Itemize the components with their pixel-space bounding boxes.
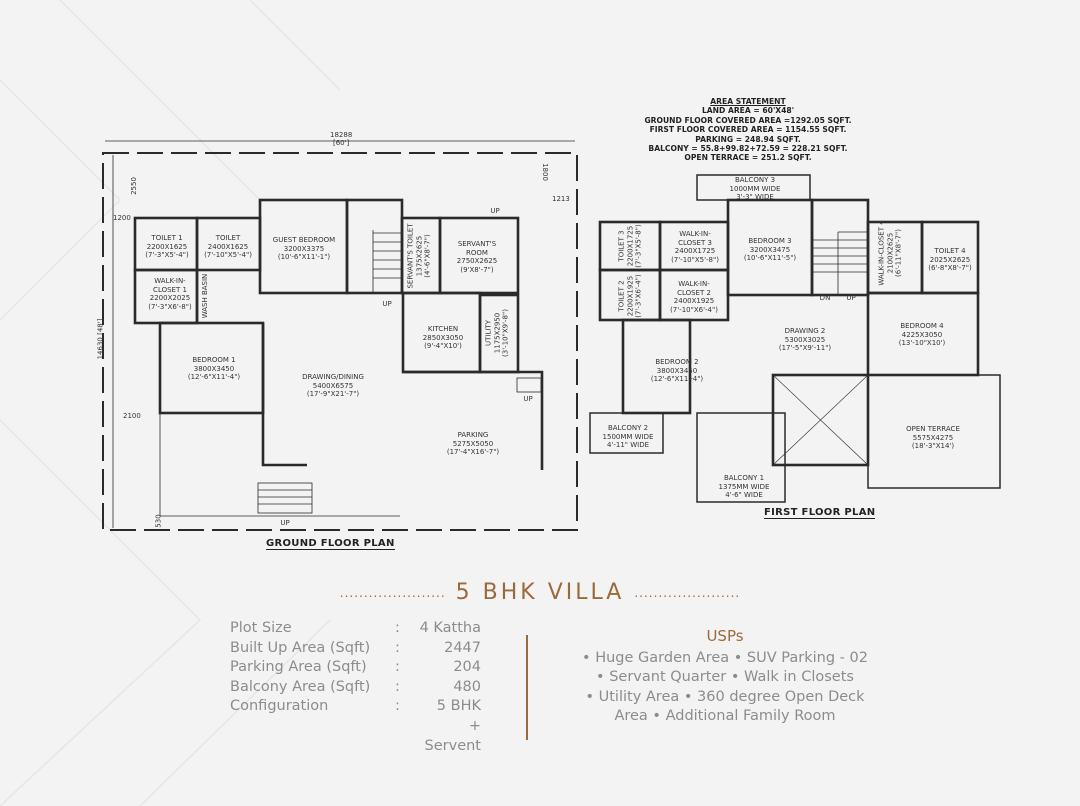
usp-line: Area • Additional Family Room bbox=[614, 708, 836, 725]
dimension-1213: 1213 bbox=[552, 195, 570, 203]
title-dots-right: ...................... bbox=[634, 586, 741, 600]
stair-up-label: UP bbox=[490, 207, 500, 215]
wall-balcony-1 bbox=[696, 412, 786, 503]
room-wash-basin: WASH BASIN bbox=[200, 273, 209, 319]
dimension-2100: 2100 bbox=[123, 412, 141, 420]
usps-heading: USPs bbox=[706, 627, 744, 645]
depth-ft: [48'] bbox=[96, 318, 105, 335]
width-mm: 18288 bbox=[330, 131, 353, 139]
dimension-1200: 1200 bbox=[113, 214, 131, 222]
usp-line: • Utility Area • 360 degree Open Deck bbox=[585, 688, 865, 705]
wall-balcony-2 bbox=[589, 412, 664, 454]
usps-section: USPs • Huge Garden Area • SUV Parking - … bbox=[570, 627, 880, 727]
depth-mm: 14630 bbox=[96, 337, 105, 360]
usp-line: • Servant Quarter • Walk in Closets bbox=[596, 669, 854, 686]
dimension-2550: 2550 bbox=[129, 177, 138, 195]
specs-table: Plot Size:4 Kattha Built Up Area (Sqft):… bbox=[230, 619, 481, 756]
entrance-steps bbox=[159, 413, 400, 517]
dimension-1800: 1800 bbox=[540, 163, 549, 181]
villa-title: ...................... 5 BHK VILLA .....… bbox=[320, 580, 760, 605]
spec-row: + Servent bbox=[424, 717, 481, 754]
wall-open-terrace bbox=[867, 374, 1001, 489]
ground-floor-plan bbox=[102, 140, 578, 531]
wall-staircase bbox=[345, 198, 404, 295]
wall-parking bbox=[403, 370, 544, 470]
stair-up-label: UP bbox=[280, 519, 290, 527]
spec-row: Parking Area (Sqft):204 bbox=[230, 659, 481, 676]
room-name: WALK-IN-CLOSET 1 bbox=[153, 277, 187, 294]
staircase-steps bbox=[372, 230, 402, 293]
first-floor-plan-title: FIRST FLOOR PLAN bbox=[764, 507, 876, 519]
staircase-steps-first bbox=[812, 231, 868, 295]
spec-row: Configuration:5 BHK bbox=[230, 698, 481, 715]
area-line: LAND AREA = 60'X48' bbox=[701, 106, 795, 116]
divider bbox=[526, 635, 528, 740]
villa-title-text: 5 BHK VILLA bbox=[455, 580, 625, 605]
plot-boundary bbox=[102, 152, 578, 531]
spec-row: Plot Size:4 Kattha bbox=[230, 620, 481, 636]
stair-up-label: UP bbox=[846, 294, 856, 302]
room-name: WALK-IN-CLOSET 3 bbox=[678, 230, 712, 247]
wall-drawing-dining bbox=[261, 323, 307, 467]
width-dimension: 18288[60'] bbox=[330, 131, 352, 147]
spec-row: Built Up Area (Sqft):2447 bbox=[230, 639, 481, 656]
ground-floor-plan-title: GROUND FLOOR PLAN bbox=[266, 538, 395, 550]
room-name: WALK-IN-CLOSET 2 bbox=[677, 280, 711, 297]
wall-staircase-first bbox=[810, 198, 870, 297]
area-line: GROUND FLOOR COVERED AREA =1292.05 SQFT. bbox=[644, 115, 852, 125]
area-statement: AREA STATEMENT LAND AREA = 60'X48' GROUN… bbox=[644, 97, 851, 163]
title-dots-left: ...................... bbox=[339, 586, 446, 600]
area-line: FIRST FLOOR COVERED AREA = 1154.55 SQFT. bbox=[649, 125, 847, 135]
area-statement-heading: AREA STATEMENT bbox=[710, 97, 786, 106]
stair-dn-label: DN bbox=[819, 294, 831, 302]
side-steps bbox=[516, 377, 542, 393]
stair-up-label: UP bbox=[523, 395, 533, 403]
depth-dimension: 14630 [48'] bbox=[96, 319, 104, 360]
usp-line: • Huge Garden Area • SUV Parking - 02 bbox=[582, 649, 868, 666]
area-line: OPEN TERRACE = 251.2 SQFT. bbox=[684, 153, 812, 163]
background-pattern bbox=[0, 0, 341, 806]
width-ft: [60'] bbox=[332, 139, 350, 147]
first-floor-plan bbox=[589, 174, 1001, 503]
area-line: BALCONY = 55.8+99.82+72.59 = 228.21 SQFT… bbox=[648, 144, 848, 154]
area-line: PARKING = 248.94 SQFT. bbox=[695, 134, 801, 144]
stair-up-label: UP bbox=[382, 300, 392, 308]
dimension-530: 530 bbox=[154, 514, 163, 528]
spec-row: Balcony Area (Sqft):480 bbox=[230, 678, 481, 695]
